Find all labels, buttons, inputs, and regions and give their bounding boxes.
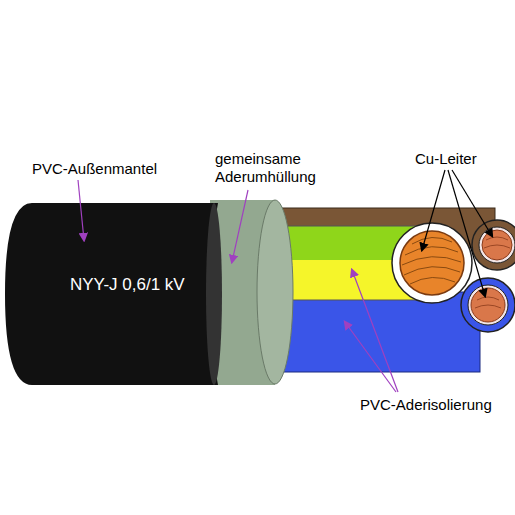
part-label: PVC-Außenmantel [32,160,192,178]
leader-line [78,180,84,240]
part-label: PVC-Aderisolierung [360,396,510,414]
part-label: gemeinsame Aderumhüllung [215,150,323,186]
leader-line [422,170,445,250]
jacket-edge [206,203,222,385]
outer-jacket [5,203,218,385]
part-label: Cu-Leiter [415,150,510,168]
leader-line [232,190,248,262]
leader-line [352,270,398,392]
cable-marking: NYY-J 0,6/1 kV [70,276,210,294]
sheath-face [257,200,293,384]
leader-line [448,170,485,296]
conductor-ends [392,220,515,332]
leader-line [345,322,396,392]
